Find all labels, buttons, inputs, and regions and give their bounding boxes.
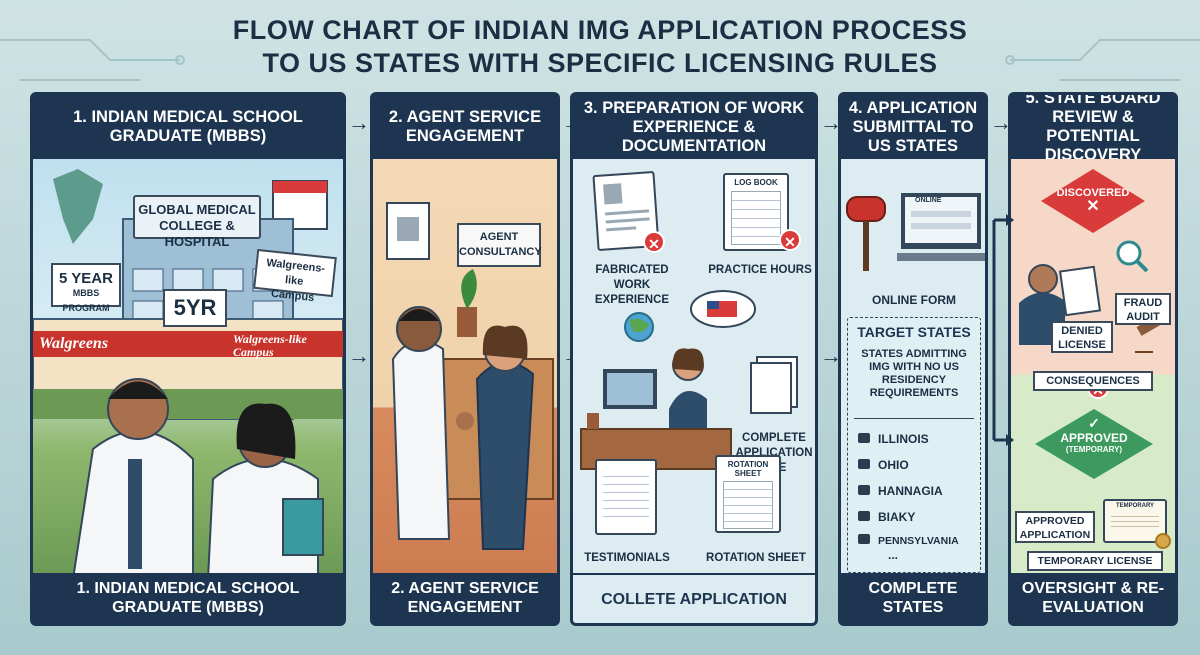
temporary-certificate: TEMPORARY — [1103, 499, 1171, 549]
panel-4-footer: COMPLETE STATES — [841, 573, 985, 623]
practice-x-icon: ✕ — [779, 229, 801, 251]
clipboard-icon — [282, 498, 324, 556]
panel-3-footer: COLLETE APPLICATION — [573, 573, 815, 623]
panel-1-body: GLOBAL MEDICAL COLLEGE & HOSPITAL 5 YEAR… — [33, 159, 343, 573]
india-map-icon — [53, 169, 103, 244]
panel-3-body: ✕ FABRICATED WORK EXPERIENCE LOG BOOK ✕ … — [573, 159, 815, 573]
denied-license-sign: DENIED LICENSE — [1051, 321, 1113, 353]
panel-agent-engagement: 2. AGENT SERVICE ENGAGEMENT AGENT CONSUL… — [370, 92, 560, 626]
rotation-sheet-document: ROTATION SHEET — [715, 455, 781, 533]
approved-application-sign: APPROVED APPLICATION — [1015, 511, 1095, 543]
testimonials-label: TESTIMONIALS — [584, 552, 670, 564]
agent-figure — [475, 361, 535, 550]
online-form-label: ONLINE FORM — [872, 293, 956, 307]
flow-arrow-1: → — [348, 110, 370, 135]
rotation-sheet-label: ROTATION SHEET — [706, 552, 806, 564]
panel-documentation: 3. PREPARATION OF WORK EXPERIENCE & DOCU… — [570, 92, 818, 626]
desk-plant-pot — [587, 413, 599, 429]
discovered-badge: DISCOVERED ✕ — [1041, 169, 1145, 233]
storefront-right-sign: Walgreens-like Campus — [233, 332, 307, 359]
center-sign: 5YR — [163, 289, 227, 327]
panel-2-footer: 2. AGENT SERVICE ENGAGEMENT — [373, 573, 557, 623]
logbook-document: LOG BOOK — [723, 173, 789, 251]
panel-board-review: 5. STATE BOARD REVIEW & POTENTIAL DISCOV… — [1008, 92, 1178, 626]
storefront-left-sign: Walgreens — [39, 335, 109, 352]
target-states-title: TARGET STATES — [857, 324, 971, 340]
building-sign: GLOBAL MEDICAL COLLEGE & HOSPITAL — [133, 195, 261, 249]
fabricated-label: FABRICATED WORK EXPERIENCE — [594, 264, 670, 306]
desk-scene — [580, 290, 798, 470]
panel-4-header: 4. APPLICATION SUBMITTAL TO US STATES — [841, 95, 985, 159]
program-sign: 5 YEAR MBBS PROGRAM — [51, 263, 121, 313]
consequences-sign: CONSEQUENCES — [1033, 371, 1153, 391]
testimonials-document — [595, 459, 657, 535]
campus-sign: Walgreens-like Campus — [253, 248, 337, 304]
flow-arrow-4: → — [990, 110, 1012, 135]
state-biaky: BIAKY — [858, 510, 915, 524]
office-sign: AGENT CONSULTANCY — [457, 223, 542, 267]
page-title: FLOW CHART OF INDIAN IMG APPLICATION PRO… — [0, 14, 1200, 80]
state-hannagia: HANNAGIA — [858, 484, 943, 498]
practice-hours-label: PRACTICE HOURS — [708, 264, 812, 276]
reviewed-document — [1058, 265, 1102, 317]
screen-label: ONLINE — [915, 197, 942, 204]
panel-mbbs-graduate: 1. INDIAN MEDICAL SCHOOL GRADUATE (MBBS) — [30, 92, 346, 626]
doctor-figure — [391, 340, 451, 540]
temporary-license-sign: TEMPORARY LICENSE — [1027, 551, 1163, 571]
panel-3-header: 3. PREPARATION OF WORK EXPERIENCE & DOCU… — [573, 95, 815, 159]
plant-pot — [457, 307, 477, 337]
panel-1-footer: 1. INDIAN MEDICAL SCHOOL GRADUATE (MBBS) — [33, 573, 343, 623]
panel-2-body: AGENT CONSULTANCY — [373, 159, 557, 573]
panel-5-body: DISCOVERED ✕ ✕ FRAUD AUDIT DENIED LICENS… — [1011, 159, 1175, 573]
target-states-subtitle: STATES ADMITTING IMG WITH NO US RESIDENC… — [861, 348, 967, 399]
title-line-1: FLOW CHART OF INDIAN IMG APPLICATION PRO… — [232, 15, 968, 45]
flow-arrow-1b: → — [348, 343, 370, 368]
state-pennsylvania: PENNSYLVANIA — [858, 534, 959, 547]
panel-5-header: 5. STATE BOARD REVIEW & POTENTIAL DISCOV… — [1011, 95, 1175, 164]
flow-arrow-3b: → — [820, 343, 842, 368]
office-illustration — [386, 202, 554, 550]
panel-5-footer: OVERSIGHT & RE-EVALUATION — [1011, 573, 1175, 623]
states-more: ... — [888, 548, 899, 562]
branch-arrows — [992, 214, 1014, 446]
state-illinois: ILLINOIS — [858, 432, 929, 446]
approved-badge: ✓ APPROVED (TEMPORARY) — [1035, 409, 1153, 479]
magnifier-icon — [1116, 240, 1142, 266]
seal-icon — [1155, 533, 1171, 549]
panel-4-body: ONLINE ONLINE FORM TARGET STATES STATES … — [841, 159, 985, 573]
clerk-figure — [669, 391, 707, 439]
fabricated-x-icon: ✕ — [643, 231, 665, 253]
mailbox-computer-scene — [846, 193, 985, 271]
mailbox-icon — [846, 196, 886, 222]
state-ohio: OHIO — [858, 458, 909, 472]
fraud-audit-sign: FRAUD AUDIT — [1115, 293, 1171, 325]
title-line-2: TO US STATES WITH SPECIFIC LICENSING RUL… — [262, 48, 938, 78]
panel-1-header: 1. INDIAN MEDICAL SCHOOL GRADUATE (MBBS) — [33, 95, 343, 159]
target-states-box: TARGET STATES STATES ADMITTING IMG WITH … — [847, 317, 981, 573]
campus-illustration — [33, 169, 343, 573]
panel-2-header: 2. AGENT SERVICE ENGAGEMENT — [373, 95, 557, 159]
panel-submittal: 4. APPLICATION SUBMITTAL TO US STATES ON… — [838, 92, 988, 626]
flow-arrow-3: → — [820, 110, 842, 135]
handshake — [456, 412, 474, 430]
